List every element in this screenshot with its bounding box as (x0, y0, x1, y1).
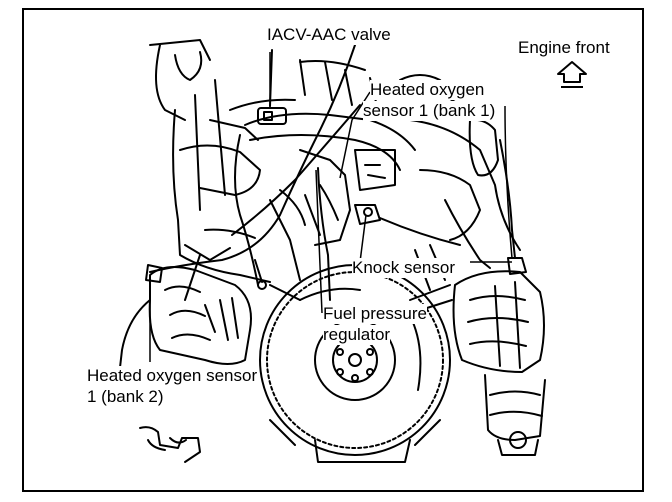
ho2-bank1-label-line2: sensor 1 (bank 1) (363, 101, 496, 121)
ho2-bank1-right-leader (504, 105, 513, 259)
engine-front-arrow (557, 61, 587, 88)
engine-front-label: Engine front (518, 38, 610, 58)
ho2-bank2-label-line2: 1 (bank 2) (87, 387, 164, 407)
iacv-label: IACV-AAC valve (267, 25, 391, 45)
right-exhaust-manifold (452, 270, 546, 441)
left-exhaust-manifold (117, 265, 252, 386)
knock-sensor-label: Knock sensor (352, 258, 455, 278)
knock-leader (359, 214, 367, 263)
fuel-regulator-label-line1: Fuel pressure (323, 304, 427, 324)
ho2-bank2-label-line1: Heated oxygen sensor (87, 366, 258, 386)
ho2-bank1-label-line1: Heated oxygen (370, 80, 485, 100)
fuel-regulator-leader (315, 169, 323, 314)
diagram-frame (22, 8, 644, 492)
fuel-regulator-label-line2: regulator (323, 325, 391, 345)
